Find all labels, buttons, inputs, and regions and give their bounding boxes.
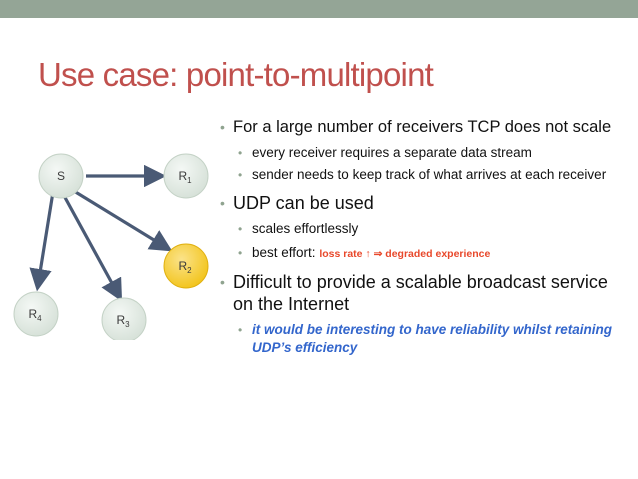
node-s: S [38, 153, 84, 199]
svg-text:R1: R1 [178, 169, 192, 185]
svg-text:R4: R4 [28, 307, 42, 323]
slide-title: Use case: point-to-multipoint [38, 56, 434, 93]
sub-bullet-scales: scales effortlessly [218, 220, 623, 238]
bullet-list: For a large number of receivers TCP does… [218, 117, 623, 357]
bullet-broadcast: Difficult to provide a scalable broadcas… [218, 271, 623, 315]
node-r4-sub: 4 [37, 314, 42, 323]
node-r4: R4 [13, 291, 59, 337]
network-diagram: S R1 R2 R3 R4 [13, 153, 209, 340]
node-r2-label: R [178, 259, 187, 273]
node-r1-label: R [178, 169, 187, 183]
svg-text:R3: R3 [116, 313, 130, 329]
loss-rate-note: loss rate ↑ ⇒ degraded experience [319, 248, 491, 260]
edge-s-r4 [29, 191, 55, 292]
sub-bullet-best-effort: best effort: loss rate ↑ ⇒ degraded expe… [218, 244, 623, 263]
top-accent-bar [0, 0, 638, 18]
node-r2-sub: 2 [187, 266, 192, 275]
sub-bullet-reliability: it would be interesting to have reliabil… [218, 321, 623, 357]
reliability-note: it would be interesting to have reliabil… [252, 322, 613, 355]
best-effort-label: best effort: [252, 245, 316, 260]
diagram-edges [29, 164, 173, 302]
node-r2: R2 [163, 243, 209, 289]
sub-bullet-track-arrivals: sender needs to keep track of what arriv… [218, 166, 623, 184]
node-s-label: S [57, 169, 65, 183]
bullet-tcp-scale: For a large number of receivers TCP does… [218, 117, 623, 138]
edge-s-r3 [60, 191, 123, 302]
node-r4-label: R [28, 307, 37, 321]
svg-text:R2: R2 [178, 259, 192, 275]
svg-text:S: S [57, 169, 65, 183]
edge-s-r2 [68, 186, 173, 252]
node-r3-sub: 3 [125, 320, 130, 329]
node-r3: R3 [101, 297, 147, 340]
node-r1: R1 [163, 153, 209, 199]
sub-bullet-separate-stream: every receiver requires a separate data … [218, 144, 623, 162]
bullet-udp: UDP can be used [218, 192, 623, 214]
node-r1-sub: 1 [187, 176, 192, 185]
node-r3-label: R [116, 313, 125, 327]
